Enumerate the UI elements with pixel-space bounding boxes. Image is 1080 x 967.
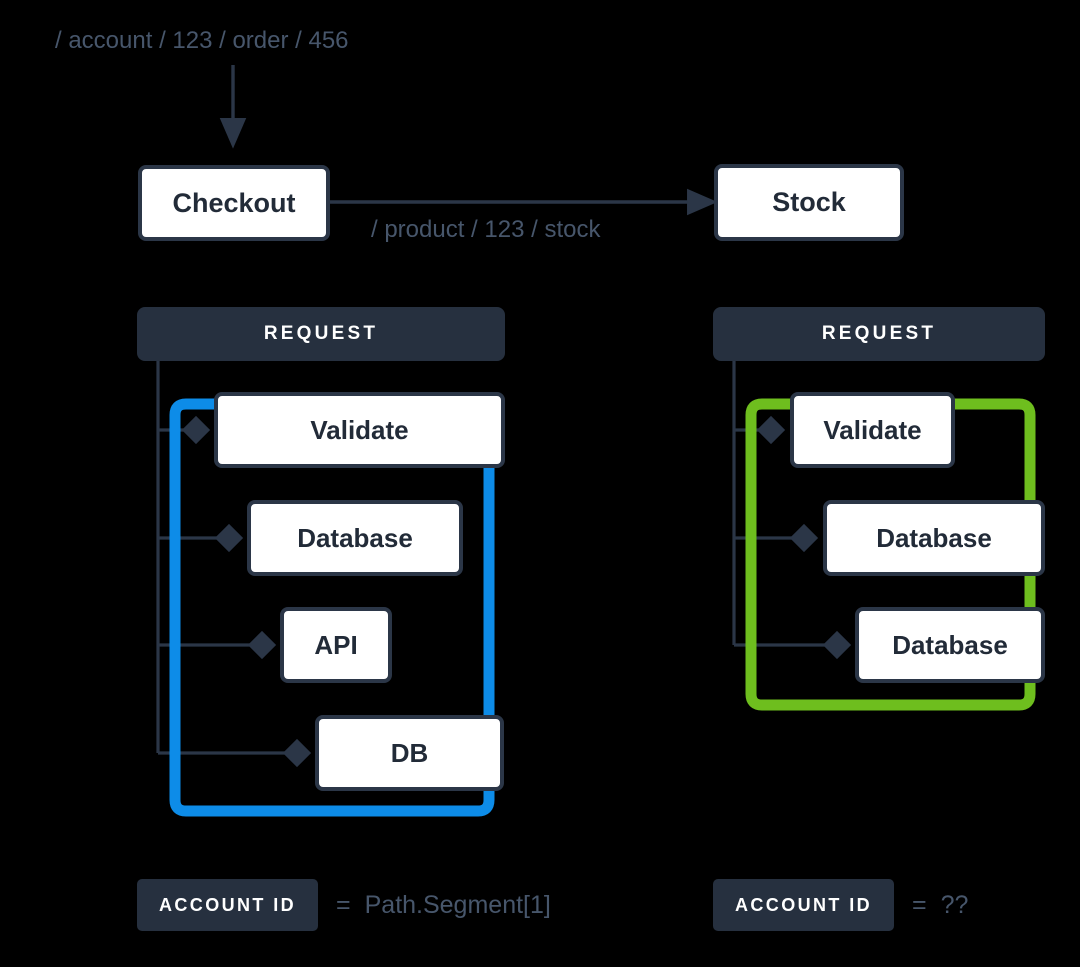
span-label: DB <box>390 738 429 768</box>
legend-left: ACCOUNT ID = Path.Segment[1] <box>137 879 551 931</box>
service-box-stock-label: Stock <box>772 187 846 217</box>
right-highlight-path <box>745 398 1036 711</box>
right-span-tree <box>732 360 852 660</box>
span-diamond <box>181 415 211 445</box>
service-box-checkout[interactable]: Checkout <box>138 165 330 241</box>
incoming-url-label: / account / 123 / order / 456 <box>55 27 349 54</box>
span-label: Validate <box>823 415 922 445</box>
span-box-right-validate[interactable]: Validate <box>790 392 955 468</box>
span-diamond <box>756 415 786 445</box>
span-label: Database <box>892 630 1008 660</box>
service-box-checkout-label: Checkout <box>172 187 296 218</box>
account-id-badge-right: ACCOUNT ID <box>713 879 894 931</box>
span-box-left-database[interactable]: Database <box>247 500 463 576</box>
legend-right: ACCOUNT ID = ?? <box>713 879 968 931</box>
span-box-left-validate[interactable]: Validate <box>214 392 505 468</box>
request-header-right: REQUEST <box>713 307 1045 361</box>
equals-sign-right: = <box>912 890 927 919</box>
span-box-left-db[interactable]: DB <box>315 715 504 791</box>
account-id-value-right: ?? <box>940 890 969 919</box>
service-box-stock[interactable]: Stock <box>714 164 904 241</box>
span-diamond <box>789 523 819 553</box>
span-diamond <box>822 630 852 660</box>
account-id-badge-left: ACCOUNT ID <box>137 879 318 931</box>
account-id-value-left: Path.Segment[1] <box>364 890 551 919</box>
span-box-right-database-1[interactable]: Database <box>823 500 1045 576</box>
request-header-left: REQUEST <box>137 307 505 361</box>
equals-sign-left: = <box>336 890 351 919</box>
span-label: Database <box>297 523 413 553</box>
span-box-left-api[interactable]: API <box>280 607 392 683</box>
downstream-url-label: / product / 123 / stock <box>371 216 601 243</box>
span-box-right-database-2[interactable]: Database <box>855 607 1045 683</box>
span-diamond <box>214 523 244 553</box>
span-diamond <box>282 738 312 768</box>
span-label: API <box>314 630 358 660</box>
span-label: Validate <box>310 415 409 445</box>
span-diamond <box>247 630 277 660</box>
left-highlight-path <box>169 398 495 817</box>
span-label: Database <box>876 523 992 553</box>
